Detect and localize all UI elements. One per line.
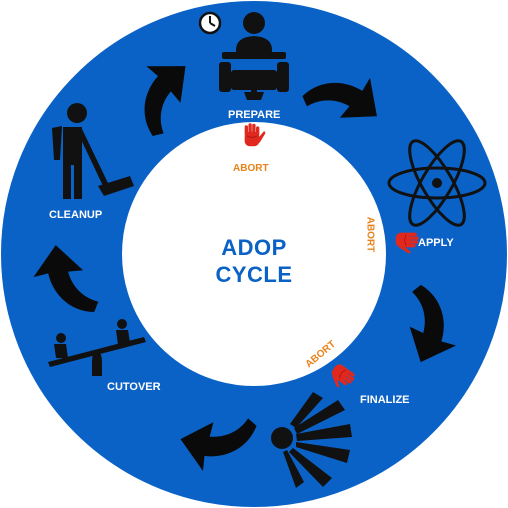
stage-label-prepare: PREPARE (228, 109, 281, 121)
stage-label-cleanup: CLEANUP (49, 209, 103, 221)
person-at-desk-icon (219, 12, 289, 100)
stage-label-cutover: CUTOVER (107, 381, 161, 393)
stage-label-finalize: FINALIZE (360, 394, 410, 406)
person-shoveling-icon (52, 103, 134, 199)
stage-label-apply: APPLY (418, 237, 454, 249)
abort-label-prepare: ABORT (233, 163, 269, 174)
atom-icon (387, 139, 487, 227)
clock-icon (198, 11, 222, 35)
cycle-title-line1: ADOP (221, 235, 287, 260)
abort-label-apply: ABORT (364, 216, 376, 253)
seesaw-icon (48, 319, 146, 376)
sunburst-icon (271, 392, 352, 488)
cycle-title-line2: CYCLE (215, 262, 293, 287)
